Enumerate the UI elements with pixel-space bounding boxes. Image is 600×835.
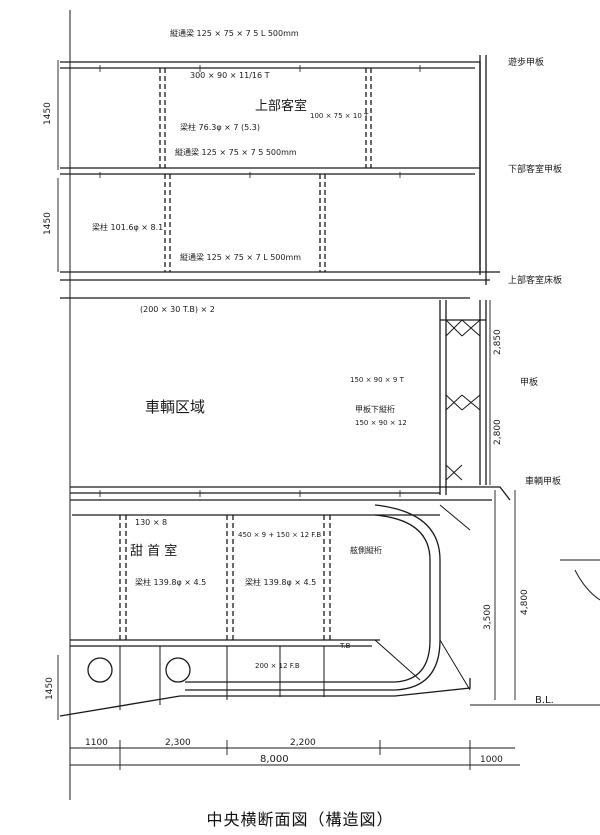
annot-frame-a: 100 × 75 × 10 T [310,112,369,120]
top-deck [60,61,481,270]
annot-stringer-mid: 縦通梁 125 × 75 × 7 5 500mm [175,147,297,157]
trunk-bracing [445,319,481,337]
annot-beam-300: 300 × 90 × 11/16 T [190,71,270,80]
annot-coaming: 150 × 90 × 12 [355,419,407,427]
dim-seg-1100: 1100 [85,738,108,748]
tank-top [70,639,380,647]
annot-web: T.B [339,642,351,650]
lightening-hole-left [87,657,113,683]
dim-h-2850: 2,850 [493,329,503,355]
dim-h-2800: 2,800 [493,419,503,445]
dim-width-total: 8,000 [260,754,289,765]
label-lower-room: 甜 首 室 [130,543,177,559]
annot-stringer-top: 縦通梁 125 × 75 × 7 5 L 500mm [170,28,299,38]
detail-sketch [560,559,600,601]
car-deck-right [440,486,511,501]
dim-h-1450-bot: 1450 [45,677,55,700]
annot-stringer-low: 縦通梁 125 × 75 × 7 L 500mm [180,252,301,262]
annot-pillar-low-b: 梁柱 139.8φ × 4.5 [245,577,316,587]
bottom-shell [59,678,471,717]
label-side-frame: 甲板 [520,376,538,388]
upper-pillars [159,68,372,272]
dim-h-1450-top: 1450 [43,102,53,125]
label-upper-deck-floor: 上部客室床板 [508,274,562,286]
bilge-plating [185,504,441,691]
annot-pillar-top: 梁柱 76.3φ × 7 (5.3) [180,122,260,132]
lower-pillars [119,515,331,640]
dim-seg-2200: 2,200 [290,738,316,748]
label-vehicle-area: 車輌区域 [145,398,205,416]
label-deck-top: 遊歩甲板 [508,56,544,68]
annot-pillar-low-a: 梁柱 139.8φ × 4.5 [135,577,206,587]
figure-caption: 中央横断面図（構造図） [206,809,394,829]
label-deck-car: 車輌甲板 [525,475,561,487]
annot-deck-beam: 甲板下縦桁 [355,404,395,414]
dim-seg-1000: 1000 [480,755,503,765]
lower-passenger-deck [60,271,500,299]
middle-deck [60,167,480,175]
rivet-marks [99,65,421,497]
bottom-dimension-lines [70,740,520,770]
trunk-casing [439,300,487,495]
bilge-brackets [374,504,471,691]
dim-h-4800: 4,800 [520,589,530,615]
lightening-hole-right [165,657,191,683]
annot-frame-b: 150 × 90 × 9 T [350,376,405,384]
annot-pillar-mid: 梁柱 101.6φ × 8.1 [92,222,163,232]
annot-beam-130: 130 × 8 [135,518,167,527]
dim-h-1450-mid: 1450 [43,212,53,235]
annot-side-girder: 舷側縦桁 [350,545,382,555]
label-bottom: B.L. [535,695,554,706]
annot-floor-plate: 200 × 12 F.B [255,662,300,670]
annot-girder: 450 × 9 + 150 × 12 F.B [238,531,321,539]
structural-cross-section-drawing: 上部客室 車輌区域 甜 首 室 遊歩甲板 下部客室甲板 上部客室床板 甲板 車輌… [43,10,600,800]
bottom-floor-frames [119,646,325,710]
label-deck-mid: 下部客室甲板 [508,163,562,175]
right-dimension-lines [489,300,516,700]
bilge-plating-inner [185,514,431,683]
annot-beam-200: (200 × 30 T.B) × 2 [140,305,215,314]
dim-seg-2300: 2,300 [165,738,191,748]
trunk-bracing-bottom [445,464,463,481]
car-deck [70,486,445,516]
trunk-bracing-lower [445,394,481,411]
label-upper-room: 上部客室 [255,98,307,114]
dim-h-3500: 3,500 [483,604,493,630]
upper-side-shell [479,55,487,285]
